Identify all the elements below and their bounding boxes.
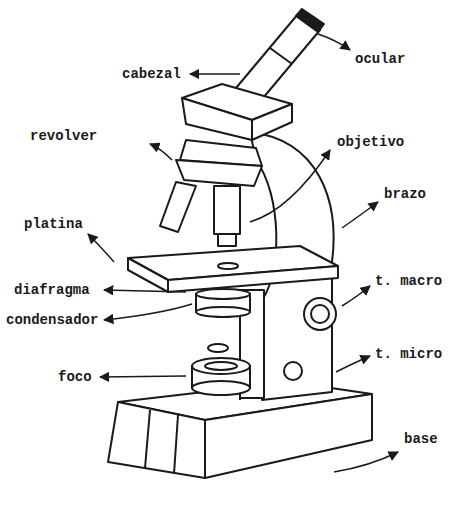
leader-line	[104, 290, 186, 292]
head-side	[252, 104, 292, 140]
part-label: ocular	[355, 51, 405, 67]
part-label: foco	[58, 369, 92, 385]
stage-side	[128, 258, 168, 292]
part-label: revolver	[30, 128, 97, 144]
base-side	[205, 394, 372, 478]
coarse-knob	[304, 298, 336, 330]
leader-line	[342, 202, 378, 228]
light-bottom	[192, 381, 250, 395]
leader-line	[104, 304, 192, 320]
part-label: cabezal	[122, 66, 181, 82]
condenser-top	[196, 289, 250, 299]
part-label: base	[404, 431, 438, 447]
part-label: t. micro	[375, 346, 442, 362]
objective	[160, 182, 196, 232]
microscope-body	[108, 9, 372, 478]
leader-line	[336, 356, 370, 372]
leader-line	[190, 73, 240, 75]
leader-line	[100, 376, 186, 377]
light-ring	[208, 344, 228, 352]
condenser-bottom	[196, 307, 250, 317]
part-label: t. macro	[375, 273, 442, 289]
leader-line	[318, 34, 350, 50]
light-lens	[205, 362, 237, 370]
part-label: condensador	[6, 312, 98, 328]
leader-lines	[88, 34, 398, 472]
fine-knob	[284, 362, 302, 380]
part-label: platina	[24, 216, 83, 232]
leader-line	[150, 144, 172, 160]
base-edge	[145, 410, 150, 468]
leader-line	[88, 234, 114, 262]
stage-front	[168, 266, 338, 292]
leader-line	[334, 452, 398, 472]
coarse-knob-inner	[311, 305, 329, 323]
stage-hole	[218, 263, 238, 269]
light-top	[192, 358, 250, 374]
objective	[214, 186, 240, 234]
head-front	[182, 98, 252, 140]
base-edge	[174, 415, 178, 474]
eyepiece-tube	[236, 14, 320, 104]
leader-line	[250, 150, 330, 222]
eyepiece-cap	[296, 9, 324, 32]
base-front	[108, 402, 205, 478]
eyepiece-band	[270, 48, 292, 64]
nosepiece-lower	[176, 160, 262, 186]
part-label: brazo	[384, 186, 426, 202]
part-label: objetivo	[337, 134, 404, 150]
part-label: diafragma	[14, 282, 90, 298]
leader-line	[342, 286, 370, 306]
objective-tip	[218, 234, 236, 246]
